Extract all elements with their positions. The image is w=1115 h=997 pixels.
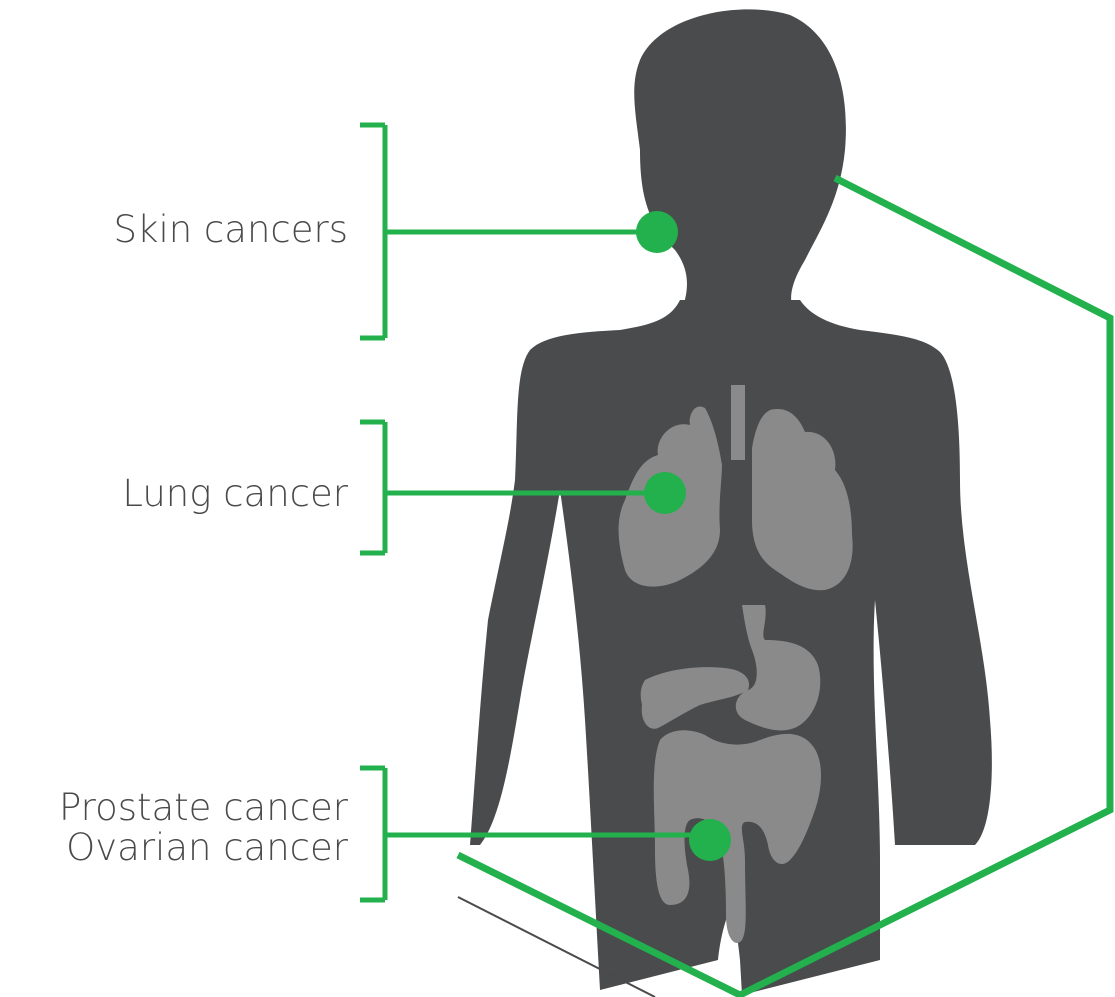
marker-pelvic <box>689 819 731 861</box>
label-pelvic-cancers: Prostate cancer Ovarian cancer <box>59 788 348 868</box>
label-skin-cancers: Skin cancers <box>114 208 348 252</box>
label-lung-cancer: Lung cancer <box>122 472 348 516</box>
marker-skin <box>636 211 678 253</box>
marker-lung <box>644 472 686 514</box>
trachea <box>731 385 745 460</box>
label-ovarian-cancer: Ovarian cancer <box>59 828 348 868</box>
bracket-skin <box>360 125 678 338</box>
label-prostate-cancer: Prostate cancer <box>59 788 348 828</box>
